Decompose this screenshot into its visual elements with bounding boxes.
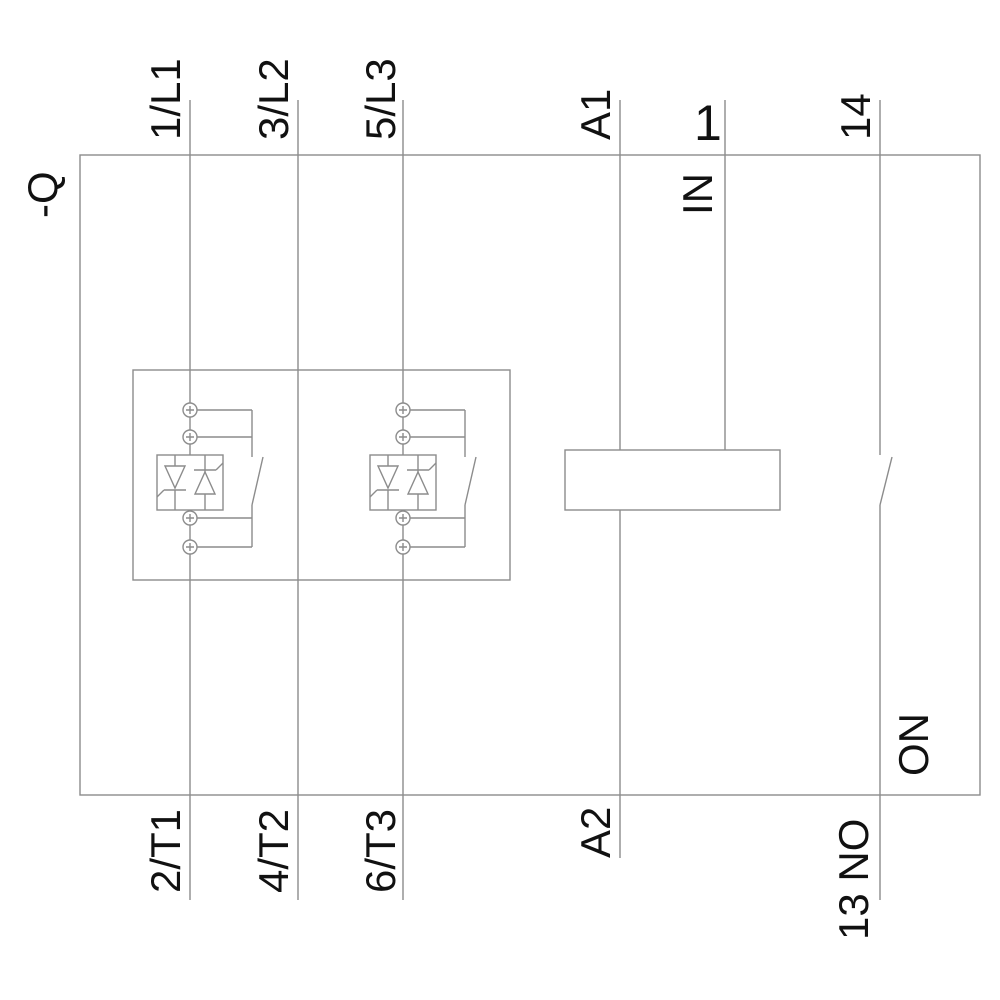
terminal-label-a1: A1 bbox=[572, 89, 619, 140]
phase-module-l1 bbox=[156, 402, 264, 555]
device-outline bbox=[79, 154, 981, 796]
wire-number-in: 1 bbox=[694, 95, 722, 151]
on-contact-blade bbox=[879, 456, 893, 506]
terminal-label-3l2: 3/L2 bbox=[250, 58, 297, 140]
terminal-label-13no: 13 NO bbox=[830, 819, 877, 940]
device-designator-label: -Q bbox=[19, 171, 66, 218]
terminal-label-a2: A2 bbox=[572, 807, 619, 858]
phase-module-l3 bbox=[369, 402, 477, 555]
schematic-lines bbox=[79, 100, 981, 900]
power-section-box bbox=[132, 369, 511, 581]
on-contact-label: ON bbox=[890, 713, 937, 776]
terminal-label-4t2: 4/T2 bbox=[250, 809, 297, 893]
control-unit-block bbox=[564, 449, 781, 511]
terminal-label-5l3: 5/L3 bbox=[357, 58, 404, 140]
terminal-label-2t1: 2/T1 bbox=[142, 809, 189, 893]
terminal-label-14: 14 bbox=[832, 93, 879, 140]
terminal-label-1l1: 1/L1 bbox=[142, 58, 189, 140]
terminal-label-6t3: 6/T3 bbox=[357, 809, 404, 893]
terminal-label-in: IN bbox=[674, 173, 721, 215]
labels: -Q 1/L1 3/L2 5/L3 A1 1 IN 14 2/T1 4/T2 6… bbox=[19, 58, 937, 940]
